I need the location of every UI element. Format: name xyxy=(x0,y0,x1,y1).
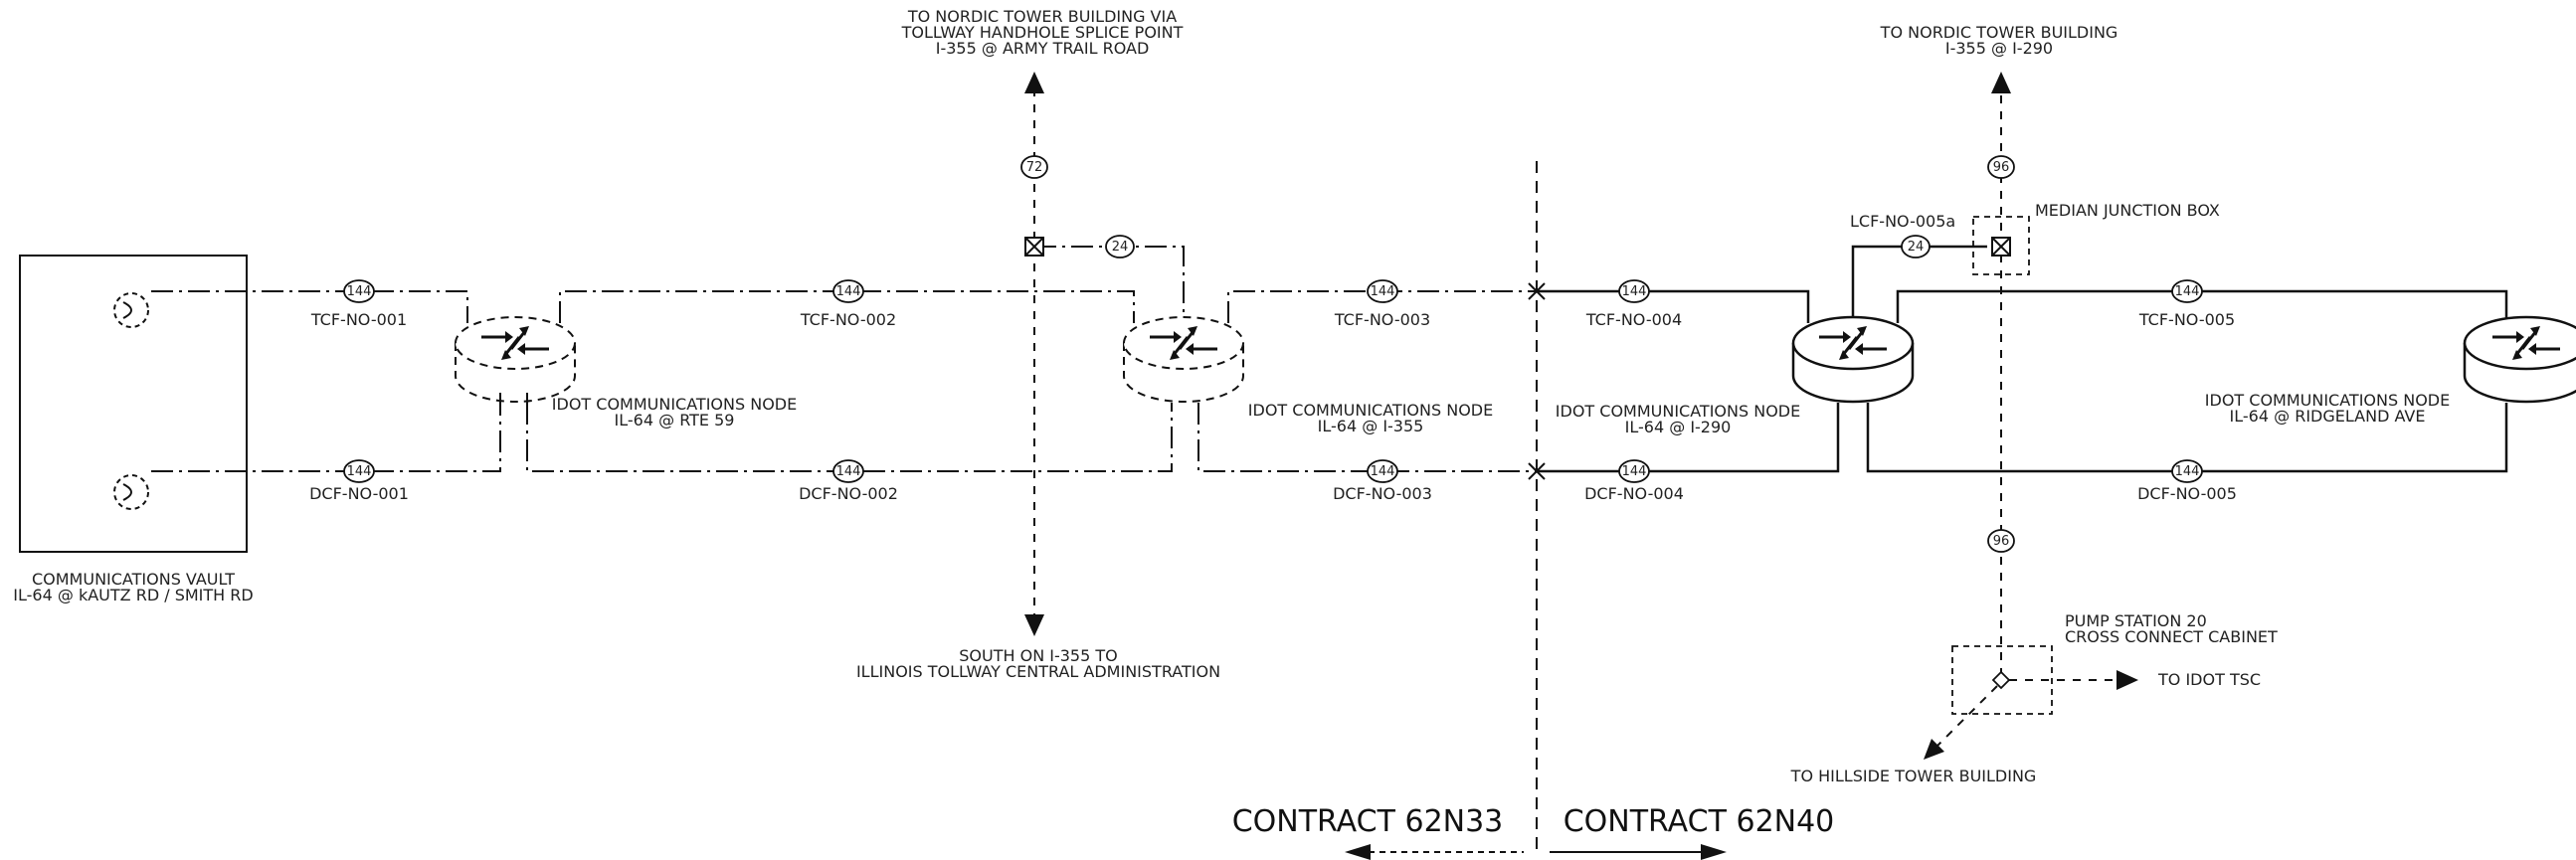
node-rte59 xyxy=(455,316,576,403)
svg-text:144: 144 xyxy=(1622,464,1647,479)
segment-label: TCF-NO-004 xyxy=(1585,310,1682,329)
segment-label: TCF-NO-002 xyxy=(800,310,896,329)
count-badge: 144 xyxy=(832,459,864,483)
svg-text:24: 24 xyxy=(1908,240,1925,255)
to-idot-tsc-label: TO IDOT TSC xyxy=(2157,670,2261,689)
segment-label: TCF-NO-005 xyxy=(2138,310,2235,329)
svg-text:24: 24 xyxy=(1112,240,1129,255)
median-junction-box xyxy=(1972,216,2030,275)
svg-text:96: 96 xyxy=(1993,534,2010,549)
count-badge: 96 xyxy=(1987,529,2015,553)
pump-station-label: PUMP STATION 20 CROSS CONNECT CABINET xyxy=(2065,611,2278,646)
count-badge: 144 xyxy=(1618,459,1650,483)
north-left-line1: TO NORDIC TOWER BUILDING VIA xyxy=(907,7,1177,26)
node-i290 xyxy=(1791,315,1915,404)
count-badge: 24 xyxy=(1105,235,1135,258)
node-label-line1: IDOT COMMUNICATIONS NODE xyxy=(1556,402,1800,421)
count-badge: 144 xyxy=(343,459,375,483)
svg-text:144: 144 xyxy=(836,284,861,299)
svg-text:144: 144 xyxy=(1371,284,1395,299)
contract-right-label: CONTRACT 62N40 xyxy=(1564,804,1835,839)
segment-label: DCF-NO-001 xyxy=(309,484,409,503)
median-box-label: MEDIAN JUNCTION BOX xyxy=(2035,201,2220,220)
svg-text:144: 144 xyxy=(1371,464,1395,479)
contract-boundary: CONTRACT 62N33 CONTRACT 62N40 xyxy=(1232,161,1835,860)
svg-text:72: 72 xyxy=(1026,160,1043,175)
node-labels: IDOT COMMUNICATIONS NODE IL-64 @ RTE 59 … xyxy=(552,391,2450,436)
lcf-label: LCF-NO-005a xyxy=(1850,212,1955,231)
i290-vertical-route xyxy=(1924,72,2138,760)
north-left-label: TO NORDIC TOWER BUILDING VIA TOLLWAY HAN… xyxy=(901,7,1184,58)
svg-text:144: 144 xyxy=(347,464,372,479)
node-label-line1: IDOT COMMUNICATIONS NODE xyxy=(552,395,797,414)
handhole-splice-icon xyxy=(1024,237,1044,257)
bottom-segment-labels: DCF-NO-001 DCF-NO-002 DCF-NO-003 DCF-NO-… xyxy=(309,484,2237,503)
count-badge: 144 xyxy=(343,279,375,303)
north-right-line1: TO NORDIC TOWER BUILDING xyxy=(1880,23,2118,42)
segment-label: DCF-NO-005 xyxy=(2137,484,2237,503)
svg-text:144: 144 xyxy=(1622,284,1647,299)
vault-splice-icon-top xyxy=(113,292,149,328)
pump-station-cabinet xyxy=(1951,645,2053,715)
segment-label: DCF-NO-003 xyxy=(1333,484,1432,503)
communications-vault: COMMUNICATIONS VAULT IL-64 @ kAUTZ RD / … xyxy=(13,255,254,604)
svg-text:144: 144 xyxy=(347,284,372,299)
node-ridgeland xyxy=(2463,315,2576,404)
segment-label: TCF-NO-001 xyxy=(310,310,407,329)
south-label: SOUTH ON I-355 TO ILLINOIS TOLLWAY CENTR… xyxy=(856,646,1220,681)
count-badge: 96 xyxy=(1987,155,2015,179)
south-line1: SOUTH ON I-355 TO xyxy=(959,646,1117,665)
count-badge: 144 xyxy=(2171,279,2203,303)
north-right-line2: I-355 @ I-290 xyxy=(1945,39,2053,58)
node-label-line2: IL-64 @ RIDGELAND AVE xyxy=(2230,407,2426,426)
svg-text:144: 144 xyxy=(2175,284,2200,299)
count-badge: 72 xyxy=(1020,155,1048,179)
svg-text:144: 144 xyxy=(836,464,861,479)
count-badge: 144 xyxy=(1367,459,1398,483)
south-line2: ILLINOIS TOLLWAY CENTRAL ADMINISTRATION xyxy=(856,662,1220,681)
count-badge: 144 xyxy=(2171,459,2203,483)
svg-text:96: 96 xyxy=(1993,160,2010,175)
count-badge: 24 xyxy=(1901,235,1931,258)
pump-line2: CROSS CONNECT CABINET xyxy=(2065,627,2278,646)
node-label-line1: IDOT COMMUNICATIONS NODE xyxy=(1248,401,1493,420)
contract-left-label: CONTRACT 62N33 xyxy=(1232,804,1504,839)
left-fiber-lines xyxy=(151,246,1537,472)
node-label-line2: IL-64 @ I-355 xyxy=(1318,417,1424,435)
segment-label: TCF-NO-003 xyxy=(1334,310,1430,329)
node-label-line1: IDOT COMMUNICATIONS NODE xyxy=(2205,391,2450,410)
to-hillside-label: TO HILLSIDE TOWER BUILDING xyxy=(1790,767,2037,785)
vault-label-line1: COMMUNICATIONS VAULT xyxy=(32,570,235,589)
count-badge: 144 xyxy=(1618,279,1650,303)
segment-label: DCF-NO-004 xyxy=(1584,484,1684,503)
north-left-line3: I-355 @ ARMY TRAIL ROAD xyxy=(936,39,1150,58)
fiber-count-badges: 144 144 144 144 144 144 144 144 144 144 … xyxy=(343,155,2203,553)
node-label-line2: IL-64 @ RTE 59 xyxy=(615,411,735,430)
segment-label: DCF-NO-002 xyxy=(799,484,898,503)
node-label-line2: IL-64 @ I-290 xyxy=(1625,418,1732,436)
north-left-line2: TOLLWAY HANDHOLE SPLICE POINT xyxy=(901,23,1184,42)
vault-label-line2: IL-64 @ kAUTZ RD / SMITH RD xyxy=(13,586,253,604)
pump-line1: PUMP STATION 20 xyxy=(2065,611,2207,630)
vault-splice-icon-bottom xyxy=(113,474,149,510)
north-right-label: TO NORDIC TOWER BUILDING I-355 @ I-290 xyxy=(1880,23,2118,58)
count-badge: 144 xyxy=(832,279,864,303)
svg-text:144: 144 xyxy=(2175,464,2200,479)
node-i355 xyxy=(1123,316,1244,403)
right-fiber-lines xyxy=(1528,245,2508,480)
count-badge: 144 xyxy=(1367,279,1398,303)
top-segment-labels: TCF-NO-001 TCF-NO-002 TCF-NO-003 TCF-NO-… xyxy=(310,310,2235,329)
